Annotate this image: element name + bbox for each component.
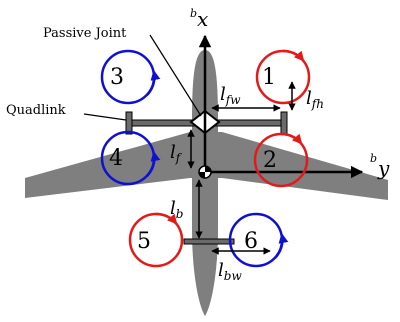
rotor-2-label: 2 (263, 148, 277, 173)
quadlink-label: Quadlink (6, 103, 66, 118)
dimension-lines (187, 81, 296, 255)
rotor-1: 1 (255, 49, 311, 105)
rotor-6: 6 (228, 212, 289, 268)
callouts: Passive Joint Quadlink (6, 26, 202, 121)
l-bw-label: lbw (218, 260, 242, 283)
quadlink-leader (83, 113, 127, 121)
l-f-label: lf (170, 142, 183, 165)
rotors: 1 2 3 4 5 6 (100, 49, 311, 268)
rotor-5-label: 5 (137, 229, 151, 254)
l-fw-label: lfw (220, 84, 241, 107)
rotor-4-label: 4 (109, 146, 123, 171)
passive-joint-label: Passive Joint (43, 26, 127, 41)
rear-link-bar (183, 238, 235, 245)
l-b-label: lb (170, 198, 183, 221)
x-axis-label: x (197, 7, 208, 31)
x-axis-superscript: b (190, 7, 197, 20)
front-right-strut (280, 111, 288, 135)
rotor-1-label: 1 (262, 65, 276, 90)
y-axis-superscript: b (370, 152, 377, 165)
rotor-3: 3 (100, 49, 161, 105)
body-axes: b x b y (190, 7, 390, 180)
rotor-4: 4 (100, 130, 161, 186)
rotor-5: 5 (128, 212, 184, 268)
rotor-2: 2 (253, 132, 309, 188)
center-of-mass-icon (198, 165, 212, 179)
y-axis-label: y (377, 156, 390, 180)
l-fh-label: lfh (306, 88, 324, 111)
front-left-strut (125, 111, 133, 135)
passive-joint-leader (149, 34, 202, 117)
rotor-3-label: 3 (110, 65, 124, 90)
dimension-labels: lfw lfh lf lb lbw (170, 84, 324, 283)
aircraft-body (25, 50, 388, 316)
